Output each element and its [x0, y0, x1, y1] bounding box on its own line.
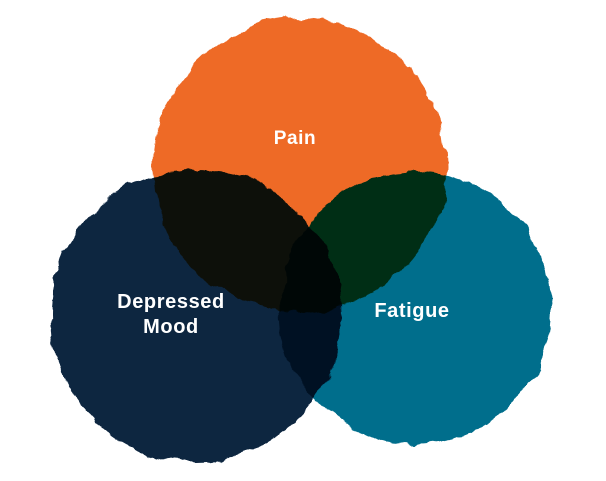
depressed-mood-circle [50, 170, 342, 462]
pain-label: Pain [274, 128, 317, 149]
fatigue-circle [279, 172, 551, 444]
depressed-mood-label-line2: Mood [143, 316, 199, 338]
fatigue-label: Fatigue [374, 300, 449, 322]
depressed-mood-label-line1: Depressed [117, 291, 225, 313]
